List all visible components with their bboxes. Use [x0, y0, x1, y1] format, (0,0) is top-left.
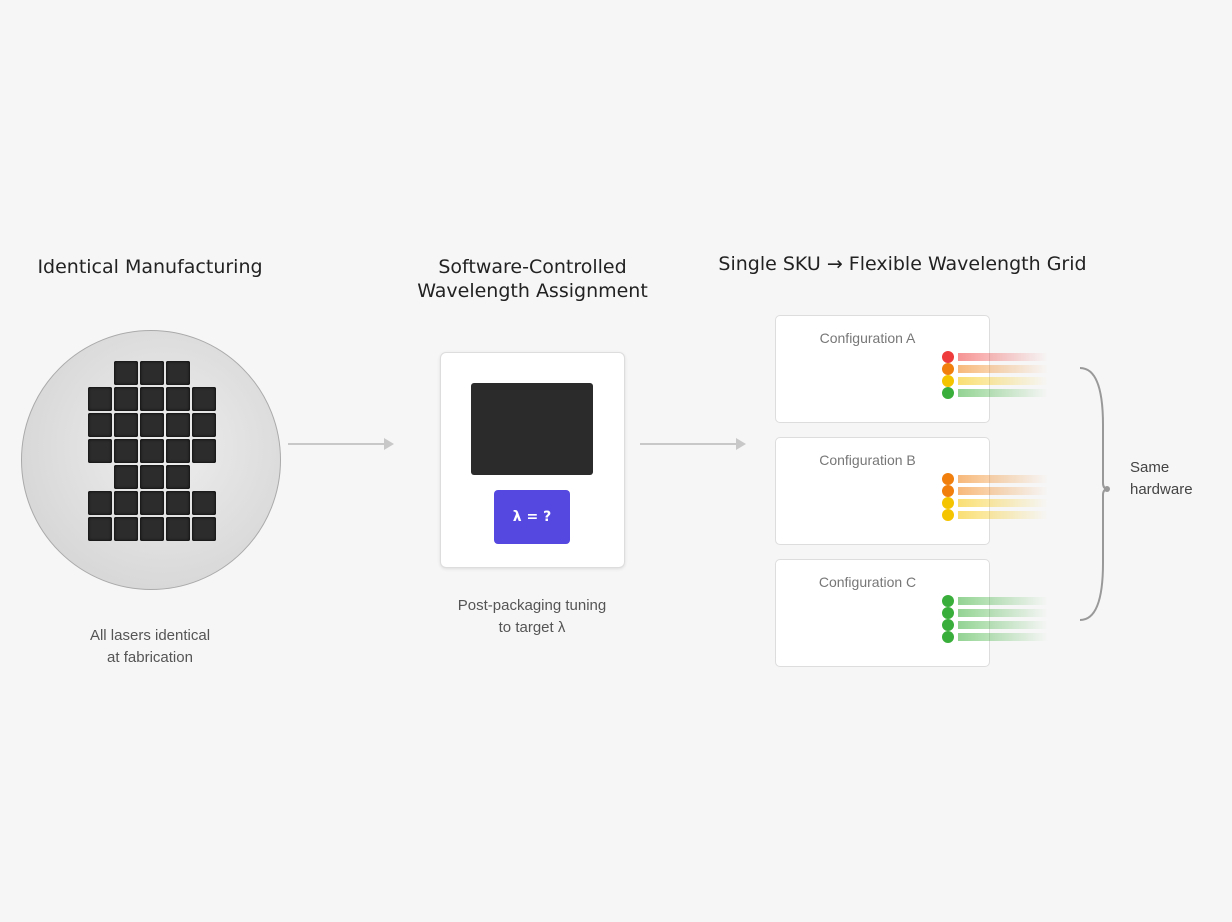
laser-dot [942, 375, 954, 387]
config-card: Configuration B [775, 437, 990, 545]
laser-beam [942, 509, 1048, 521]
caption-line: Post-packaging tuning [457, 597, 607, 614]
config-label: Configuration C [818, 574, 917, 590]
beam-bar [958, 633, 1048, 641]
laser-beam [942, 473, 1048, 485]
laser-chip [166, 387, 190, 411]
laser-chip [88, 413, 112, 437]
same-hardware-label: Same hardware [1130, 457, 1225, 501]
laser-chip [114, 413, 138, 437]
laser-chip [140, 361, 164, 385]
laser-chip [140, 517, 164, 541]
config-card: Configuration A [775, 315, 990, 423]
config-label: Configuration A [819, 330, 916, 346]
laser-chip [166, 517, 190, 541]
laser-chip [166, 465, 190, 489]
laser-chip [114, 361, 138, 385]
laser-chip [114, 517, 138, 541]
beam-bar [958, 365, 1048, 373]
laser-chip [192, 387, 216, 411]
laser-chip [166, 491, 190, 515]
config-card: Configuration C [775, 559, 990, 667]
caption-fabrication: All lasers identical at fabrication [40, 625, 260, 669]
title-line: Wavelength Assignment [417, 280, 648, 302]
laser-chip [114, 387, 138, 411]
beam-bar [958, 511, 1048, 519]
laser-device: λ = ? [440, 352, 625, 568]
laser-dot [942, 619, 954, 631]
beam-bar [958, 597, 1048, 605]
laser-dot [942, 473, 954, 485]
caption-line: at fabrication [107, 649, 193, 666]
beam-bar [958, 353, 1048, 361]
laser-beam [942, 485, 1048, 497]
beam-bar [958, 621, 1048, 629]
laser-beam [942, 619, 1048, 631]
laser-chip [114, 465, 138, 489]
brace [1079, 367, 1110, 621]
laser-chip [192, 439, 216, 463]
laser-dot [942, 387, 954, 399]
beam-bar [958, 475, 1048, 483]
laser-beam [942, 375, 1048, 387]
laser-chip [140, 413, 164, 437]
caption-tuning: Post-packaging tuning to target λ [420, 595, 644, 639]
title-software-controlled: Software-Controlled Wavelength Assignmen… [380, 255, 685, 303]
beam-bar [958, 389, 1048, 397]
laser-dot [942, 631, 954, 643]
laser-dot [942, 485, 954, 497]
title-line: Software-Controlled [438, 256, 627, 278]
caption-line: to target λ [498, 619, 566, 636]
title-identical-manufacturing: Identical Manufacturing [37, 256, 263, 278]
laser-dot [942, 351, 954, 363]
config-label: Configuration B [819, 452, 916, 468]
laser-chip [88, 439, 112, 463]
laser-beam [942, 363, 1048, 375]
laser-chip [192, 491, 216, 515]
laser-dot [942, 497, 954, 509]
laser-dot [942, 607, 954, 619]
laser-beam [942, 607, 1048, 619]
caption-line: All lasers identical [89, 627, 211, 644]
label-line: hardware [1130, 481, 1193, 498]
laser-chip [140, 465, 164, 489]
laser-chip [166, 413, 190, 437]
beam-bar [958, 377, 1048, 385]
lambda-button[interactable]: λ = ? [494, 490, 570, 544]
laser-beam [942, 387, 1048, 399]
laser-chip [88, 491, 112, 515]
laser-beam [942, 631, 1048, 643]
laser-chip [192, 517, 216, 541]
laser-chip [140, 439, 164, 463]
arrow-1 [288, 438, 394, 450]
laser-chip [114, 439, 138, 463]
beam-bar [958, 609, 1048, 617]
laser-dot [942, 509, 954, 521]
laser-chip [166, 439, 190, 463]
laser-chip [140, 387, 164, 411]
laser-chip [166, 361, 190, 385]
laser-dot [942, 595, 954, 607]
label-line: Same [1130, 459, 1170, 476]
wafer [21, 330, 281, 590]
laser-chip [88, 517, 112, 541]
laser-beam [942, 595, 1048, 607]
device-screen [471, 383, 593, 475]
arrow-2 [640, 438, 746, 450]
beam-bar [958, 487, 1048, 495]
laser-beam [942, 351, 1048, 363]
title-single-sku: Single SKU → Flexible Wavelength Grid [718, 253, 1087, 275]
laser-chip [140, 491, 164, 515]
beam-bar [958, 499, 1048, 507]
laser-chip [114, 491, 138, 515]
laser-chip [88, 387, 112, 411]
laser-dot [942, 363, 954, 375]
laser-beam [942, 497, 1048, 509]
laser-chip [192, 413, 216, 437]
